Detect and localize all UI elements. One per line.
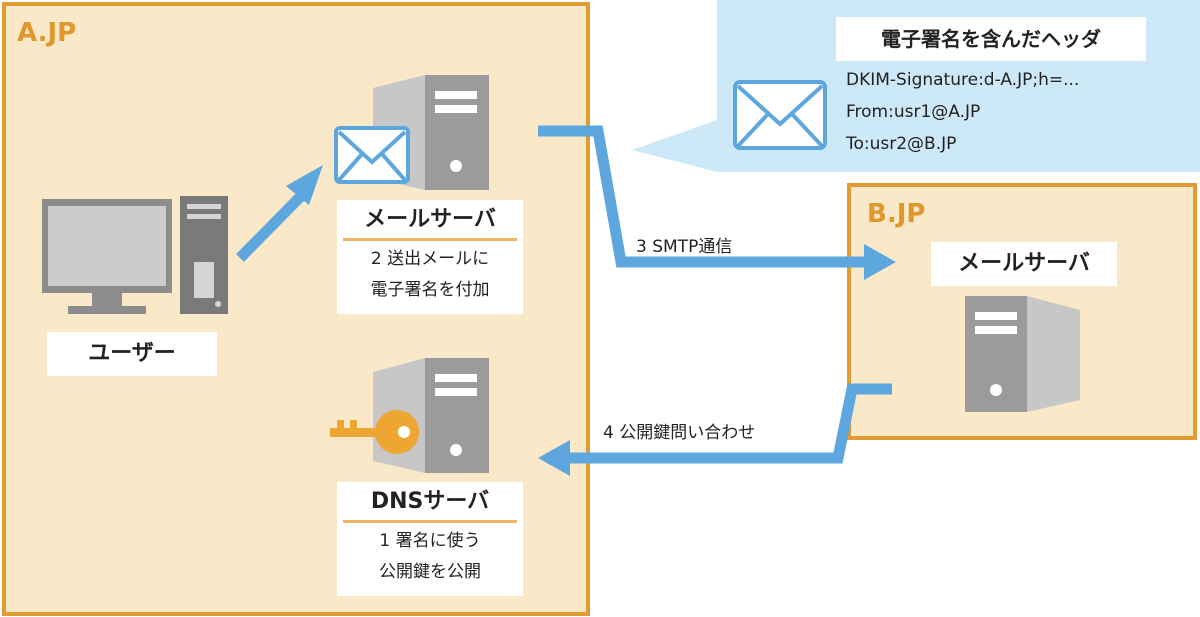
mail-server-a-label: メールサーバ: [364, 207, 496, 232]
user-label: ユーザー: [88, 341, 176, 366]
callout-line-to: To:usr2@B.JP: [846, 134, 957, 154]
domain-a-label: A.JP: [17, 18, 77, 48]
key-icon: [330, 410, 419, 454]
dns-server-step: 1 署名に使う: [379, 531, 481, 551]
arrow-user-to-mail: [236, 165, 323, 262]
callout-title: 電子署名を含んだヘッダ: [836, 17, 1146, 61]
dns-server-icon: [373, 358, 489, 473]
envelope-icon: [733, 80, 827, 150]
mail-server-a-step-2: 電子署名を付加: [370, 280, 490, 300]
mail-server-b-icon: [965, 296, 1080, 412]
pubkey-query-edge-label: 4 公開鍵問い合わせ: [603, 423, 756, 443]
mail-server-b-node: メールサーバ: [931, 242, 1117, 286]
pc-tower-icon: [180, 196, 228, 314]
mail-server-b-label: メールサーバ: [958, 251, 1090, 276]
callout-line-from: From:usr1@A.JP: [846, 102, 981, 122]
arrow-smtp: [538, 125, 896, 280]
mail-envelope-icon: [334, 126, 410, 184]
mail-server-a-divider: [343, 238, 517, 241]
arrow-pubkey-query: [538, 383, 892, 476]
dns-server-divider: [343, 520, 517, 523]
monitor-icon: [42, 199, 172, 314]
mail-server-a-node: メールサーバ: [337, 200, 523, 314]
domain-b-label: B.JP: [867, 199, 926, 229]
callout-pointer: [632, 120, 717, 172]
smtp-edge-label: 3 SMTP通信: [636, 237, 733, 257]
dns-server-node: DNSサーバ: [337, 482, 523, 596]
callout-line-dkim: DKIM-Signature:d-A.JP;h=...: [846, 70, 1080, 90]
dns-server-step-2: 公開鍵を公開: [379, 562, 481, 582]
mail-server-a-step: 2 送出メールに: [370, 249, 490, 269]
user-node: ユーザー: [47, 332, 217, 376]
dns-server-label: DNSサーバ: [370, 489, 490, 514]
